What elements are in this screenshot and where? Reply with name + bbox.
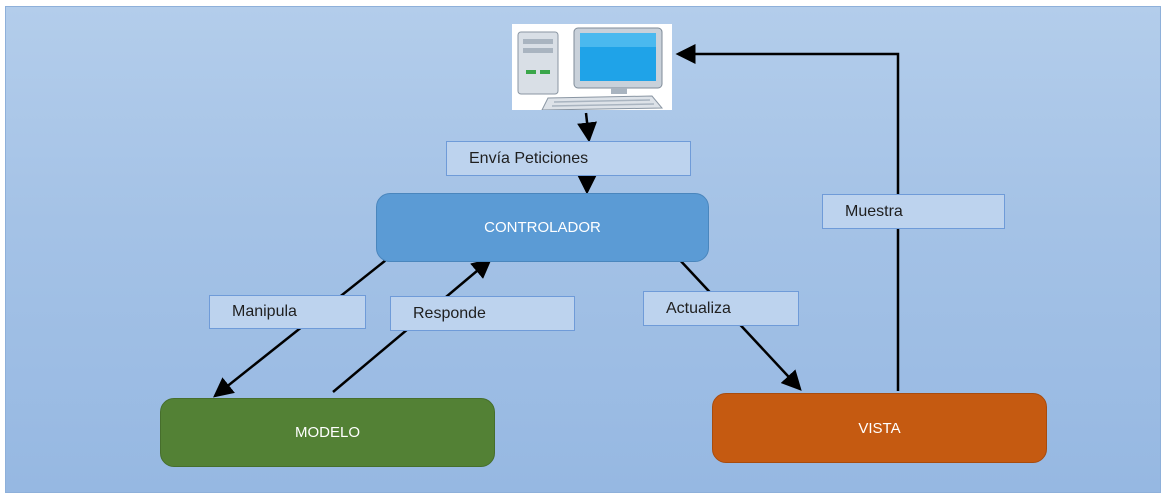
label-envia-peticiones: Envía Peticiones (446, 141, 691, 176)
computer-icon (512, 24, 672, 111)
node-modelo: MODELO (160, 398, 495, 467)
label-responde: Responde (390, 296, 575, 331)
label-actualiza: Actualiza (643, 291, 799, 326)
arrow-muestra (675, 44, 900, 391)
node-vista: VISTA (712, 393, 1047, 463)
arrow-computer-to-label (577, 112, 598, 143)
node-controlador: CONTROLADOR (376, 193, 709, 262)
label-muestra: Muestra (822, 194, 1005, 229)
label-manipula: Manipula (209, 295, 366, 329)
